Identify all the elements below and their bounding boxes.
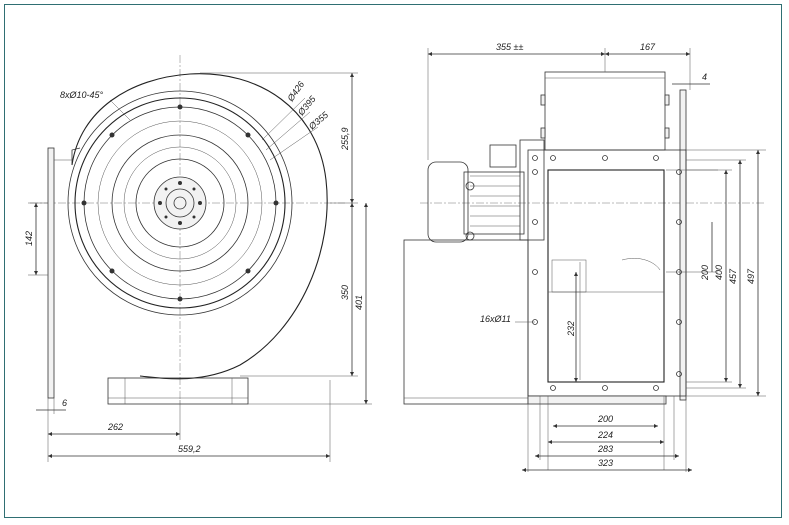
label-559: 559,2: [178, 444, 201, 454]
label-h457: 457: [728, 268, 738, 284]
motor-body: [463, 171, 525, 235]
bolt-hole: [245, 132, 251, 138]
label-401: 401: [354, 295, 364, 310]
label-255: 255,9: [340, 127, 350, 151]
leader-426: [261, 97, 306, 141]
hub-bolt: [164, 187, 168, 191]
flange-plate: [47, 147, 55, 399]
label-dia-426: Ø426: [285, 79, 306, 104]
side-plate: [679, 89, 687, 401]
bolt-hole: [109, 268, 115, 274]
bolt-hole: [245, 268, 251, 274]
front-view: 8xØ10-45° Ø426 Ø395 Ø355 255,9 350 401 1…: [24, 55, 372, 462]
drum-clip-right-2: [664, 127, 670, 139]
ring-impeller: [135, 158, 225, 248]
bolt-hole: [177, 104, 183, 110]
ring-inlet-inner: [123, 146, 237, 260]
flange-hole: [676, 219, 682, 225]
flange-hole: [532, 169, 538, 175]
ring-395: [74, 97, 286, 309]
hub-bolt: [164, 215, 168, 219]
leader-395: [265, 111, 311, 151]
flange-hole: [550, 385, 556, 391]
label-262: 262: [107, 422, 123, 432]
impeller-block: [551, 259, 587, 293]
flange-hole: [676, 169, 682, 175]
flange-hole: [676, 371, 682, 377]
ring-426: [67, 90, 293, 316]
bolt-hole: [273, 200, 279, 206]
flange-hole: [532, 269, 538, 275]
flange-hole: [550, 155, 556, 161]
label-w224: 224: [597, 430, 613, 440]
hub-bolts: [158, 181, 202, 225]
flange-bolt-holes: [81, 104, 279, 302]
shaft: [173, 196, 187, 210]
scroll-housing: [71, 73, 328, 380]
base-plate: [527, 395, 667, 405]
label-h200: 200: [700, 265, 710, 281]
leader-355: [269, 126, 319, 161]
terminal-box: [489, 144, 517, 168]
label-dia-395: Ø395: [295, 93, 318, 118]
impeller-curve: [621, 258, 661, 271]
label-142: 142: [24, 231, 34, 246]
hub-bolt: [178, 181, 182, 185]
label-dia-355: Ø355: [306, 109, 331, 132]
label-hole-pattern: 8xØ10-45°: [60, 90, 104, 100]
flange-hole: [532, 155, 538, 161]
flange-hole: [602, 385, 608, 391]
label-350: 350: [340, 285, 350, 300]
base-frame: [107, 377, 249, 405]
flange-hole: [653, 385, 659, 391]
flange-hole: [653, 155, 659, 161]
outlet-flange: [527, 149, 687, 397]
hub-bolt: [158, 201, 162, 205]
bolt-hole: [109, 132, 115, 138]
label-232: 232: [566, 321, 576, 337]
motor-mount: [519, 139, 545, 241]
label-holes: 16xØ11: [480, 314, 511, 324]
ring-inlet-mid: [111, 134, 249, 272]
bolt-hole: [177, 296, 183, 302]
label-w283: 283: [597, 444, 613, 454]
leader-hole-pattern: [109, 99, 131, 121]
drum-clip-left: [540, 94, 546, 106]
flange-hole: [532, 219, 538, 225]
outlet-opening: [547, 169, 665, 383]
bolt-hole: [81, 200, 87, 206]
label-w323: 323: [598, 458, 613, 468]
housing-drum: [544, 71, 666, 151]
side-view: 355 ±± 167 4 16xØ11 232 200 400 457 497 …: [403, 42, 766, 472]
drum-clip-right: [664, 94, 670, 106]
hub-bolt: [192, 187, 196, 191]
motor-bolt: [465, 231, 475, 241]
drum-clip-left-2: [540, 127, 546, 139]
label-4: 4: [702, 72, 707, 82]
hub-bolt: [178, 221, 182, 225]
hub-bolt: [198, 201, 202, 205]
label-6: 6: [62, 398, 67, 408]
motor-end-cap: [427, 161, 469, 243]
flange-holes: [532, 155, 682, 391]
motor-bolt: [465, 181, 475, 191]
label-355: 355 ±±: [496, 42, 523, 52]
hub-inner: [165, 188, 195, 218]
flange-hole: [602, 155, 608, 161]
label-w200: 200: [597, 414, 613, 424]
flange-hole: [676, 319, 682, 325]
label-167: 167: [640, 42, 656, 52]
label-h400: 400: [714, 265, 724, 280]
label-h497: 497: [746, 268, 756, 284]
ring-inlet-outer: [97, 120, 263, 286]
hub-bolt: [192, 215, 196, 219]
